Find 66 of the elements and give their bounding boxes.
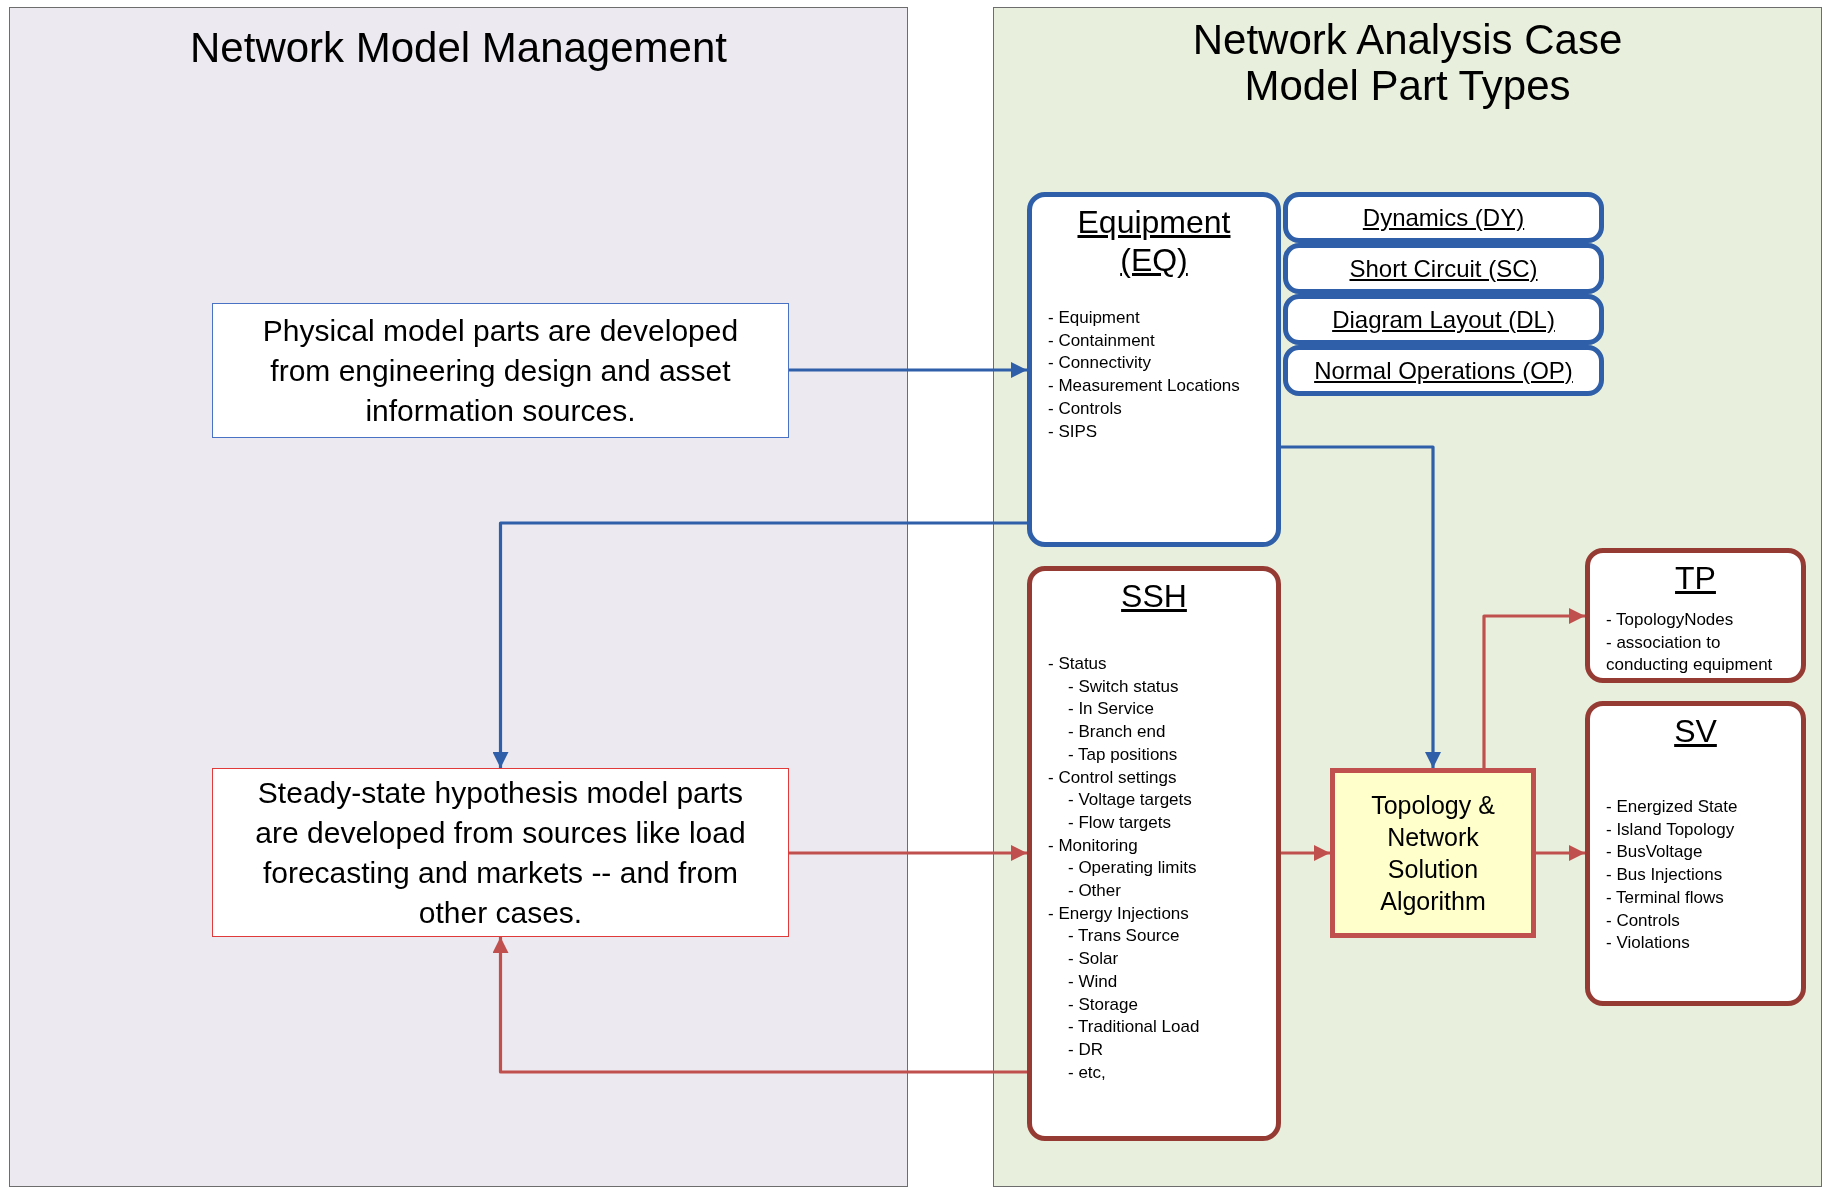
algorithm-label: Topology & Network Solution Algorithm: [1370, 790, 1496, 917]
list-item: - Terminal flows: [1606, 886, 1724, 909]
list-item: - TopologyNodes: [1606, 609, 1734, 631]
arrow: [789, 362, 1027, 378]
panel-background: [9, 7, 908, 1187]
list-item: - Island Topology: [1606, 818, 1735, 841]
description-text: Physical model parts are developed from engineering design and asset information sources.: [261, 312, 740, 429]
algorithm-box: [1330, 768, 1536, 938]
part-heading: SSH: [1121, 577, 1187, 615]
model-part-box: [1027, 192, 1281, 547]
list-item: - Violations: [1606, 932, 1690, 955]
list-item: - Traditional Load: [1067, 1016, 1200, 1039]
part-heading: Normal Operations (OP): [1314, 356, 1573, 385]
list-item: - Controls: [1048, 397, 1122, 420]
list-item: - Equipment: [1048, 307, 1140, 329]
list-item: - Branch end: [1067, 721, 1166, 744]
description-box: [212, 768, 789, 937]
list-item: - In Service: [1067, 698, 1154, 721]
list-item: - Wind: [1067, 970, 1118, 993]
list-item: - Operating limits: [1067, 857, 1197, 880]
list-item: - etc,: [1067, 1061, 1106, 1084]
list-item: - Energized State: [1606, 796, 1738, 818]
list-item: - Storage: [1067, 993, 1138, 1016]
list-item: - BusVoltage: [1606, 841, 1703, 864]
arrow: [1281, 445, 1441, 768]
list-item: - Control settings: [1048, 766, 1177, 789]
list-item: - Controls: [1606, 909, 1680, 932]
model-part-box: [1027, 566, 1281, 1141]
arrow: [1281, 845, 1330, 861]
model-part-box: [1283, 345, 1604, 396]
list-item: - Bus Injections: [1606, 864, 1723, 887]
list-item: - Voltage targets: [1067, 789, 1192, 812]
arrow: [1536, 845, 1585, 861]
panel-title: Network Model Management: [189, 25, 728, 71]
arrow: [492, 521, 1027, 768]
model-part-box: [1283, 192, 1604, 243]
list-item: - Trans Source: [1067, 925, 1180, 948]
list-item: - Tap positions: [1067, 743, 1178, 766]
list-item: - SIPS: [1048, 420, 1098, 443]
part-heading: Short Circuit (SC): [1349, 254, 1538, 283]
list-item: - DR: [1067, 1038, 1103, 1061]
list-item: - Connectivity: [1048, 352, 1151, 375]
list-item: - Flow targets: [1067, 811, 1171, 834]
list-item: - Energy Injections: [1048, 902, 1189, 925]
panel-background: [993, 7, 1822, 1187]
part-heading: Equipment (EQ): [1076, 203, 1232, 279]
list-item: - association to conducting equipment: [1606, 631, 1774, 677]
list-item: - Measurement Locations: [1048, 375, 1240, 398]
model-part-box: [1585, 548, 1806, 683]
part-heading: SV: [1674, 712, 1717, 750]
arrow: [492, 937, 1027, 1074]
list-item: - Solar: [1067, 948, 1119, 971]
panel-title: Network Analysis Case Model Part Types: [1191, 17, 1624, 109]
list-item: - Monitoring: [1048, 834, 1138, 857]
list-item: - Status: [1048, 653, 1107, 675]
part-heading: Diagram Layout (DL): [1332, 305, 1555, 334]
model-part-box: [1585, 701, 1806, 1006]
description-text: Steady-state hypothesis model parts are developed from sources like load forecasting and markets -- and from other cases.: [254, 774, 747, 931]
part-heading: Dynamics (DY): [1362, 203, 1525, 232]
list-item: - Switch status: [1067, 675, 1179, 698]
list-item: - Other: [1067, 880, 1121, 903]
arrow: [789, 845, 1027, 861]
part-heading: TP: [1675, 559, 1716, 597]
description-box: [212, 303, 789, 438]
list-item: - Containment: [1048, 329, 1155, 352]
arrow: [1482, 608, 1585, 768]
